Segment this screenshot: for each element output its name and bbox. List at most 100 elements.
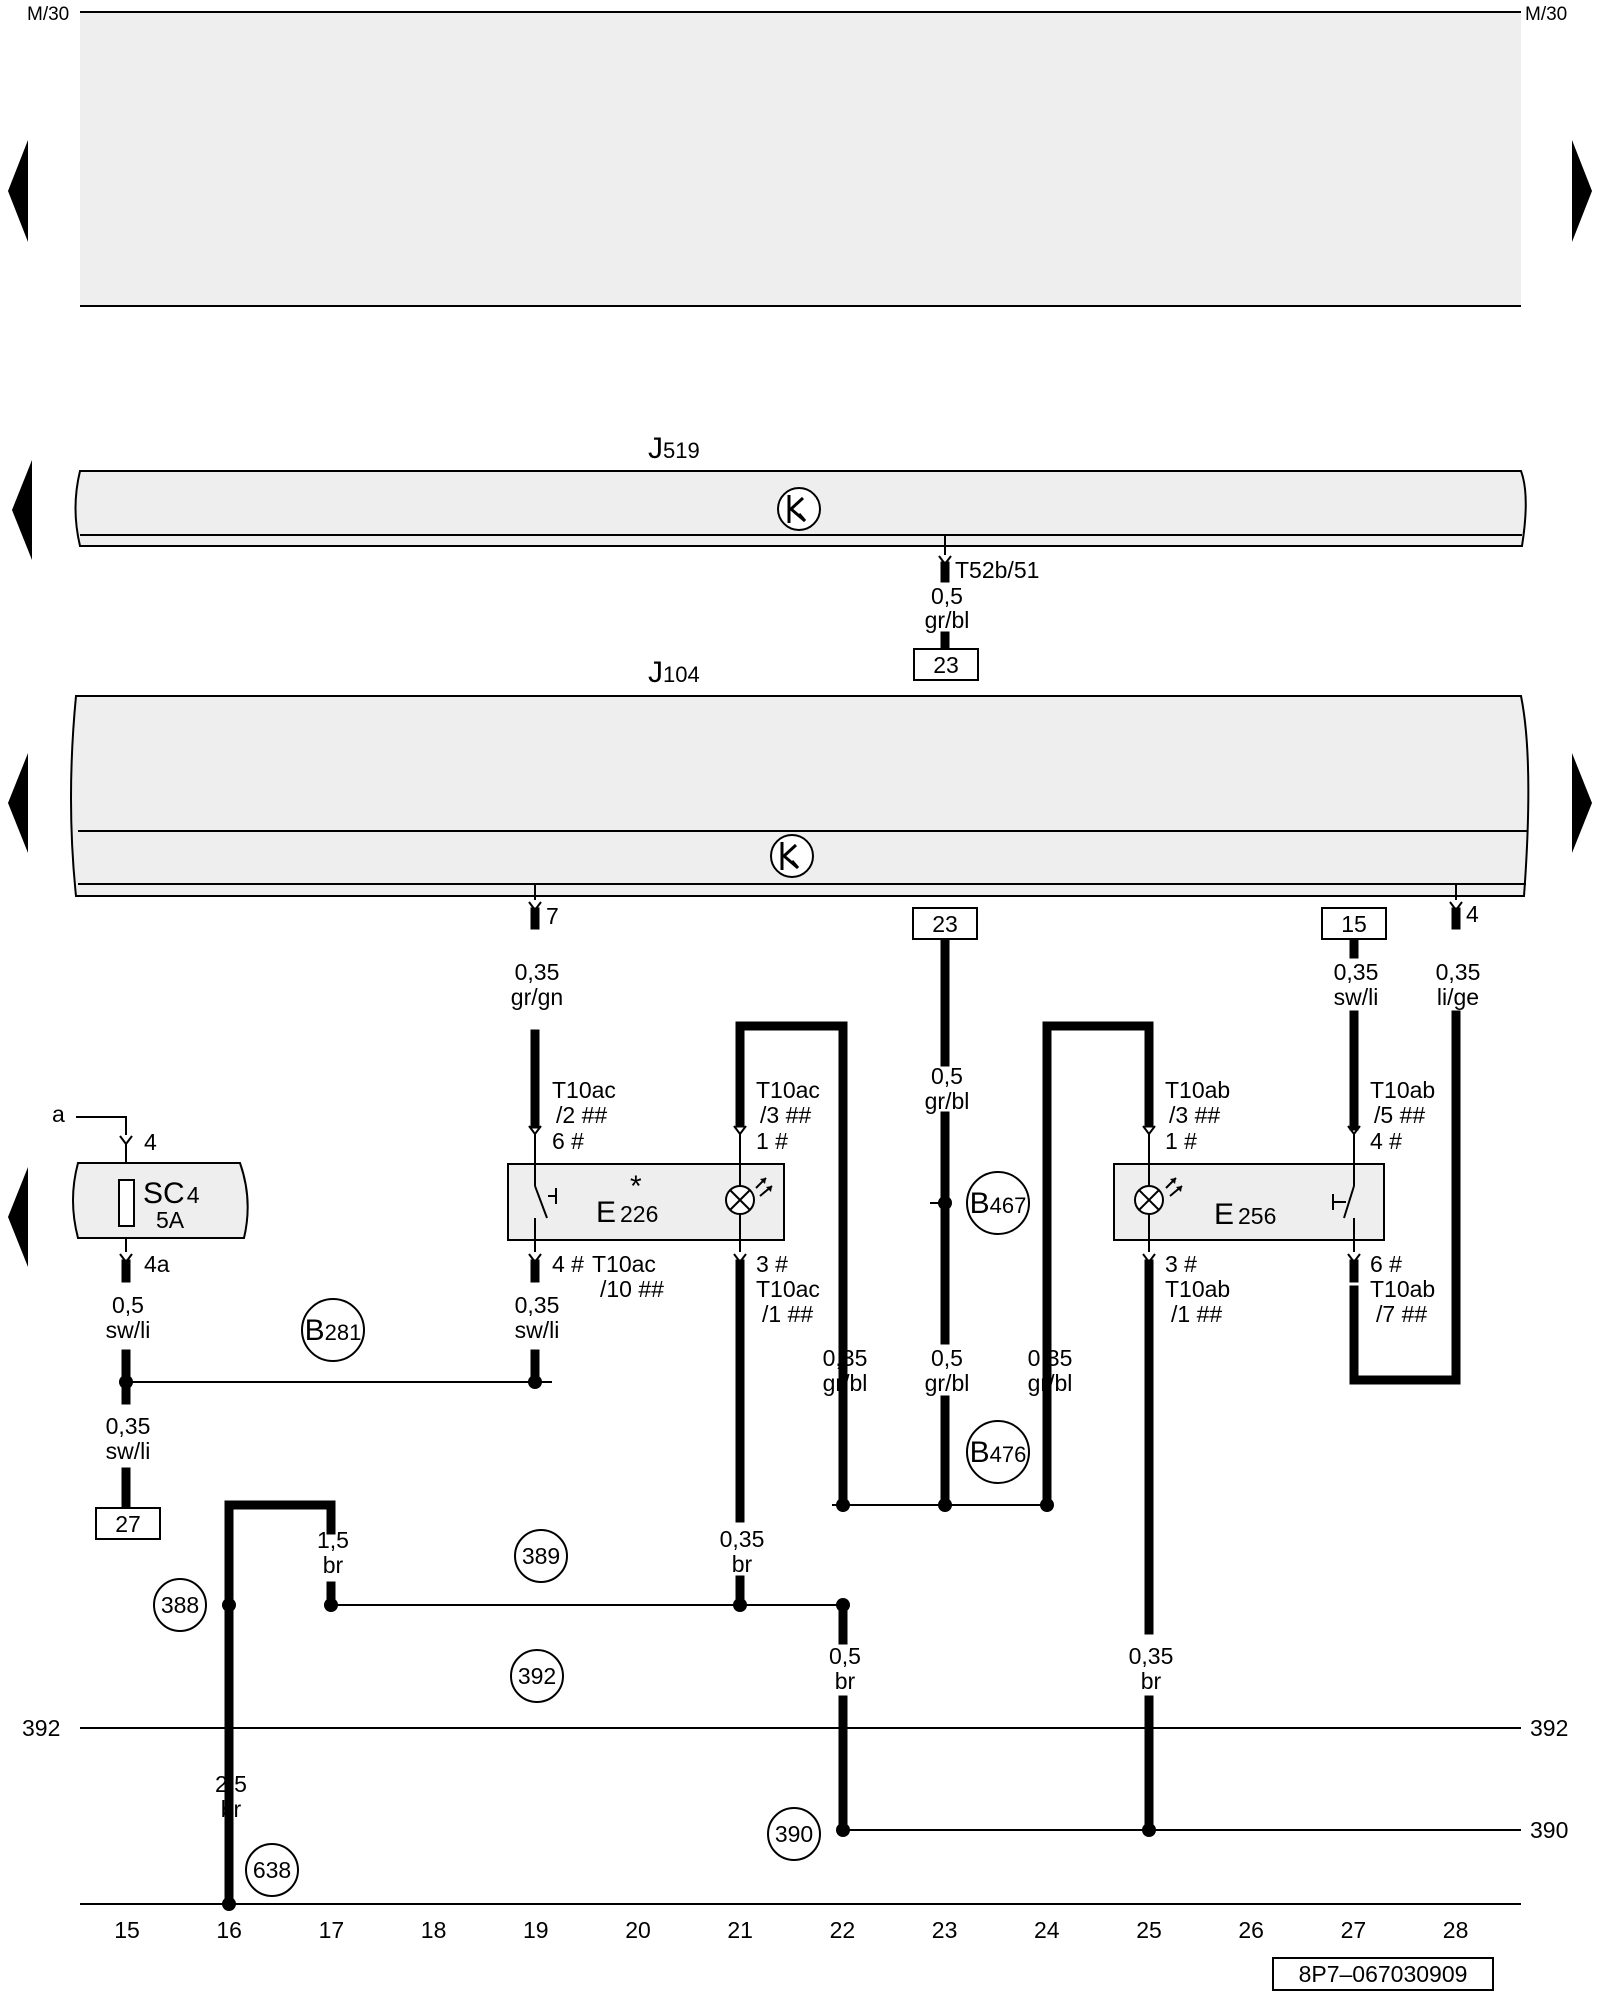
switch-icon (534, 1164, 557, 1240)
track-number: 22 (830, 1917, 856, 1943)
point-b467 (966, 1171, 1030, 1235)
svg-text:388: 388 (161, 1592, 199, 1618)
point-b476 (966, 1420, 1030, 1484)
track-number: 19 (523, 1917, 549, 1943)
wire-size: 0,35 (1334, 959, 1379, 985)
e226-sw-bot-2: T10ac (592, 1251, 656, 1277)
track-number: 16 (216, 1917, 242, 1943)
e226-sw-top-3: 6 # (552, 1128, 584, 1154)
bus-icon (770, 834, 814, 878)
e226-lamp-top-3: 1 # (756, 1128, 788, 1154)
arrow-left-icon (8, 753, 28, 853)
wire-color: sw/li (1334, 984, 1379, 1010)
rail-392-left: 392 (22, 1715, 60, 1741)
node-markers: 388 389 392 390 638 (153, 1529, 821, 1897)
ref-top-right: M/30 (1525, 4, 1567, 25)
wire-size: 0,35 (515, 959, 560, 985)
e256-sw-bot-1: 6 # (1370, 1251, 1402, 1277)
point-b467-label: B467 (970, 1187, 1027, 1220)
e256-sw-top-3: 4 # (1370, 1128, 1402, 1154)
track-number: 17 (319, 1917, 345, 1943)
wire-size: 0,35 (823, 1345, 868, 1371)
wire-t52b: T52b/51 0,5 gr/bl 23 (913, 535, 1039, 681)
track-number: 24 (1034, 1917, 1060, 1943)
e256-lamp-bot-1: 3 # (1165, 1251, 1197, 1277)
e256-sw-top-2: /5 ## (1374, 1102, 1425, 1128)
e256-sw-bot-2: T10ab (1370, 1276, 1435, 1302)
svg-text:638: 638 (253, 1857, 291, 1883)
wire-color: br (732, 1551, 753, 1577)
wire-color: br (323, 1552, 344, 1578)
e226-sw-bot-1: 4 # (552, 1251, 584, 1277)
feed-a: a (52, 1101, 65, 1127)
svg-text:392: 392 (518, 1663, 556, 1689)
track-number: 15 (114, 1917, 140, 1943)
fuse-pin-in: 4 (144, 1129, 157, 1155)
rail-392: 392 392 390 (22, 1715, 1568, 1843)
wire-15: 15 0,35 sw/li (1321, 907, 1387, 1131)
e256-lamp-top-2: /3 ## (1169, 1102, 1220, 1128)
fuse-icon (118, 1179, 135, 1227)
fuse-sc4: a 4 SC4 5A 4a 0,5 sw/li 0,35 sw/li 27 B2… (52, 1101, 552, 1540)
lamp-icon (1134, 1177, 1183, 1215)
wire-color: gr/gn (511, 984, 563, 1010)
arrow-left-icon (12, 460, 32, 560)
wire-size: 2,5 (215, 1771, 247, 1797)
e226-sw-top-2: /2 ## (556, 1102, 607, 1128)
e226-lamp-top-1: T10ac (756, 1077, 820, 1103)
ref-box-23 (913, 648, 979, 681)
e256-lamp-bot-2: T10ab (1165, 1276, 1230, 1302)
document-code-box: 8P7–067030909 (1272, 1957, 1494, 1991)
loop-gr-bl: 0,35 gr/bl 0,5 gr/bl 0,35 gr/bl B476 (823, 1021, 1154, 1512)
e226-sw-top-1: T10ac (552, 1077, 616, 1103)
point-b281 (301, 1298, 365, 1362)
ground-wires: 1,5 br 0,5 br 2,5 br (215, 1500, 1521, 1911)
point-b476-label: B476 (970, 1436, 1027, 1469)
e226-lamp-bot-1: 3 # (756, 1251, 788, 1277)
wire-color: gr/bl (925, 1088, 970, 1114)
bus-symbol-icon (780, 842, 800, 870)
wire-size: 0,35 (1436, 959, 1481, 985)
wire-size: 0,5 (112, 1292, 144, 1318)
wire-color: br (1141, 1668, 1162, 1694)
wire-color: gr/bl (925, 607, 970, 633)
document-code: 8P7–067030909 (1299, 1961, 1468, 1987)
track-number: 23 (932, 1917, 958, 1943)
wire-j104-7: 7 0,35 gr/gn (511, 884, 563, 1129)
ref-23-mid-label: 23 (932, 911, 958, 937)
top-reference-band: M/30 M/30 (27, 4, 1567, 307)
wire-23-main: 23 0,5 gr/bl B467 (912, 907, 1030, 1345)
node-392 (510, 1649, 564, 1703)
track-number: 28 (1443, 1917, 1469, 1943)
module-j519-title: J519 (648, 432, 700, 465)
node-638 (245, 1843, 299, 1897)
e226-lamp-bot-2: T10ac (756, 1276, 820, 1302)
fuse-pin-out: 4a (144, 1251, 170, 1277)
lamp-icon (725, 1177, 773, 1215)
wire-color: br (221, 1796, 242, 1822)
wire-color: gr/bl (823, 1370, 868, 1396)
node-388 (153, 1578, 207, 1632)
e256-lamp-top-1: T10ab (1165, 1077, 1230, 1103)
module-j104: J104 (70, 656, 1530, 897)
e226-lamp-bot-3: /1 ## (762, 1301, 813, 1327)
node-390 (767, 1807, 821, 1861)
edge-arrows (8, 140, 1592, 1267)
ref-box-27 (95, 1507, 161, 1540)
e226-sw-bot-3: /10 ## (600, 1276, 664, 1302)
wire-color: gr/bl (925, 1370, 970, 1396)
wire-color: br (835, 1668, 856, 1694)
ref-15-label: 15 (1341, 911, 1367, 937)
track-number: 18 (421, 1917, 447, 1943)
module-j519: J519 (74, 432, 1527, 547)
track-number: 20 (625, 1917, 651, 1943)
svg-text:390: 390 (775, 1821, 813, 1847)
ref-box-23-mid (912, 907, 978, 940)
wire-size: 0,5 (931, 1345, 963, 1371)
e256-lamp-bot-3: /1 ## (1171, 1301, 1222, 1327)
wire-size: 0,5 (931, 1063, 963, 1089)
